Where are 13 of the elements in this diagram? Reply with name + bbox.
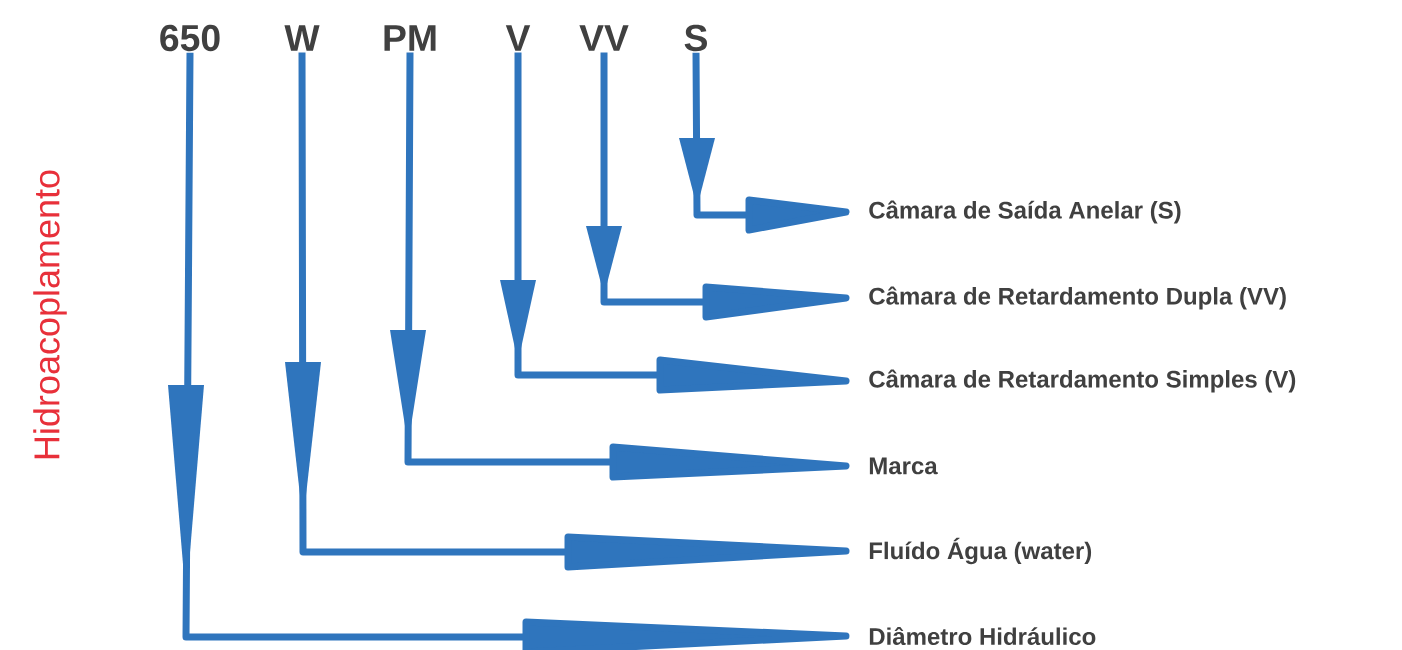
code-letter: PM bbox=[384, 25, 436, 51]
code-letter: VV bbox=[579, 25, 629, 51]
code-letter: W bbox=[284, 25, 320, 51]
description-label: Câmara de Saída Anelar (S) bbox=[869, 200, 1181, 224]
description-label: Câmara de Retardamento Dupla (VV) bbox=[869, 286, 1286, 310]
description-label: Marca bbox=[869, 457, 938, 475]
rotated-title: Hidroacoplamento bbox=[33, 170, 67, 459]
description-label: Fluído Água (water) bbox=[869, 537, 1092, 565]
code-letter: S bbox=[684, 24, 707, 52]
description-label: Câmara de Retardamento Simples (V) bbox=[869, 369, 1296, 393]
description-label: Diâmetro Hidráulico bbox=[869, 626, 1096, 646]
code-letter: V bbox=[505, 25, 531, 51]
code-letter: 650 bbox=[160, 24, 220, 52]
